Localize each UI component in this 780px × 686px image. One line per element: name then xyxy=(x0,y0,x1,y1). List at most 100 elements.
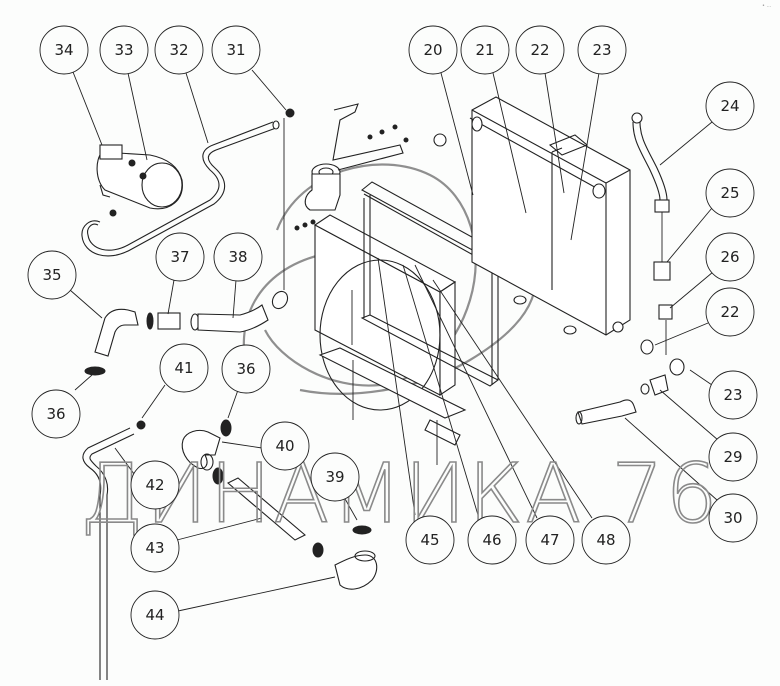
callout-circle xyxy=(27,250,77,300)
callout-label: 32 xyxy=(169,41,188,59)
pipe-42 xyxy=(82,420,146,680)
callout-30: 30 xyxy=(708,493,758,543)
callout-24: 24 xyxy=(705,81,755,131)
callout-41: 41 xyxy=(159,343,209,393)
callout-circle xyxy=(705,232,755,282)
callout-label: 26 xyxy=(720,248,739,266)
callout-37: 37 xyxy=(155,232,205,282)
callout-circle xyxy=(154,25,204,75)
callout-label: 35 xyxy=(42,266,61,284)
callout-circle xyxy=(130,523,180,573)
callout-circle xyxy=(130,460,180,510)
callout-20: 20 xyxy=(408,25,458,75)
callout-label: 24 xyxy=(720,97,739,115)
callout-circle xyxy=(405,515,455,565)
callout-label: 21 xyxy=(475,41,494,59)
callout-36: 36 xyxy=(221,344,271,394)
callout-circle xyxy=(260,421,310,471)
filler-neck xyxy=(294,103,409,231)
callout-42: 42 xyxy=(130,460,180,510)
callout-36: 36 xyxy=(31,389,81,439)
callout-22: 22 xyxy=(705,287,755,337)
callout-circle xyxy=(577,25,627,75)
callout-circle xyxy=(221,344,271,394)
callout-circle xyxy=(515,25,565,75)
callout-23: 23 xyxy=(577,25,627,75)
callout-circle xyxy=(705,168,755,218)
callout-label: 25 xyxy=(720,184,739,202)
hose-40-43-44 xyxy=(181,419,378,590)
callout-23: 23 xyxy=(708,370,758,420)
callout-40: 40 xyxy=(260,421,310,471)
callout-44: 44 xyxy=(130,590,180,640)
callout-label: 40 xyxy=(275,437,294,455)
callout-label: 48 xyxy=(596,531,615,549)
callout-label: 30 xyxy=(723,509,742,527)
callout-circle xyxy=(581,515,631,565)
callouts: 34 33 32 31 20 21 22 23 24 25 26 22 23 29 30 35 37 38 36 41… xyxy=(27,25,758,640)
hose-32 xyxy=(81,120,280,257)
callout-label: 39 xyxy=(325,468,344,486)
callout-43: 43 xyxy=(130,523,180,573)
callout-circle xyxy=(99,25,149,75)
radiator-core xyxy=(313,181,512,465)
callout-label: 44 xyxy=(145,606,164,624)
right-fittings xyxy=(575,112,685,425)
callout-label: 42 xyxy=(145,476,164,494)
leader-lines xyxy=(69,69,719,612)
callout-circle xyxy=(708,493,758,543)
callout-48: 48 xyxy=(581,515,631,565)
callout-label: 22 xyxy=(530,41,549,59)
callout-label: 38 xyxy=(228,248,247,266)
callout-circle xyxy=(708,370,758,420)
callout-circle xyxy=(705,81,755,131)
callout-39: 39 xyxy=(310,452,360,502)
callout-label: 36 xyxy=(46,405,65,423)
callout-circle xyxy=(310,452,360,502)
callout-circle xyxy=(213,232,263,282)
callout-label: 43 xyxy=(145,539,164,557)
callout-35: 35 xyxy=(27,250,77,300)
callout-21: 21 xyxy=(460,25,510,75)
callout-45: 45 xyxy=(405,515,455,565)
callout-29: 29 xyxy=(708,432,758,482)
callout-34: 34 xyxy=(39,25,89,75)
callout-label: 45 xyxy=(420,531,439,549)
callout-circle xyxy=(408,25,458,75)
callout-label: 23 xyxy=(592,41,611,59)
callout-circle xyxy=(705,287,755,337)
callout-circle xyxy=(211,25,261,75)
callout-38: 38 xyxy=(213,232,263,282)
bolt-31 xyxy=(283,108,295,290)
callout-label: 22 xyxy=(720,303,739,321)
callout-label: 37 xyxy=(170,248,189,266)
callout-26: 26 xyxy=(705,232,755,282)
callout-47: 47 xyxy=(525,515,575,565)
callout-circle xyxy=(525,515,575,565)
callout-circle xyxy=(39,25,89,75)
radiator-tank xyxy=(433,96,631,336)
callout-label: 47 xyxy=(540,531,559,549)
callout-label: 34 xyxy=(54,41,73,59)
callout-label: 23 xyxy=(723,386,742,404)
callout-circle xyxy=(155,232,205,282)
corner-mark: • ... xyxy=(762,3,772,9)
callout-circle xyxy=(31,389,81,439)
callout-33: 33 xyxy=(99,25,149,75)
callout-circle xyxy=(467,515,517,565)
callout-label: 29 xyxy=(723,448,742,466)
callout-circle xyxy=(708,432,758,482)
callout-label: 46 xyxy=(482,531,501,549)
hose-chain-35-37-38 xyxy=(84,290,289,376)
callout-label: 41 xyxy=(174,359,193,377)
callout-31: 31 xyxy=(211,25,261,75)
callout-22: 22 xyxy=(515,25,565,75)
callout-circle xyxy=(460,25,510,75)
expansion-tank xyxy=(96,144,183,217)
callout-label: 33 xyxy=(114,41,133,59)
callout-label: 20 xyxy=(423,41,442,59)
callout-label: 31 xyxy=(226,41,245,59)
callout-32: 32 xyxy=(154,25,204,75)
callout-label: 36 xyxy=(236,360,255,378)
